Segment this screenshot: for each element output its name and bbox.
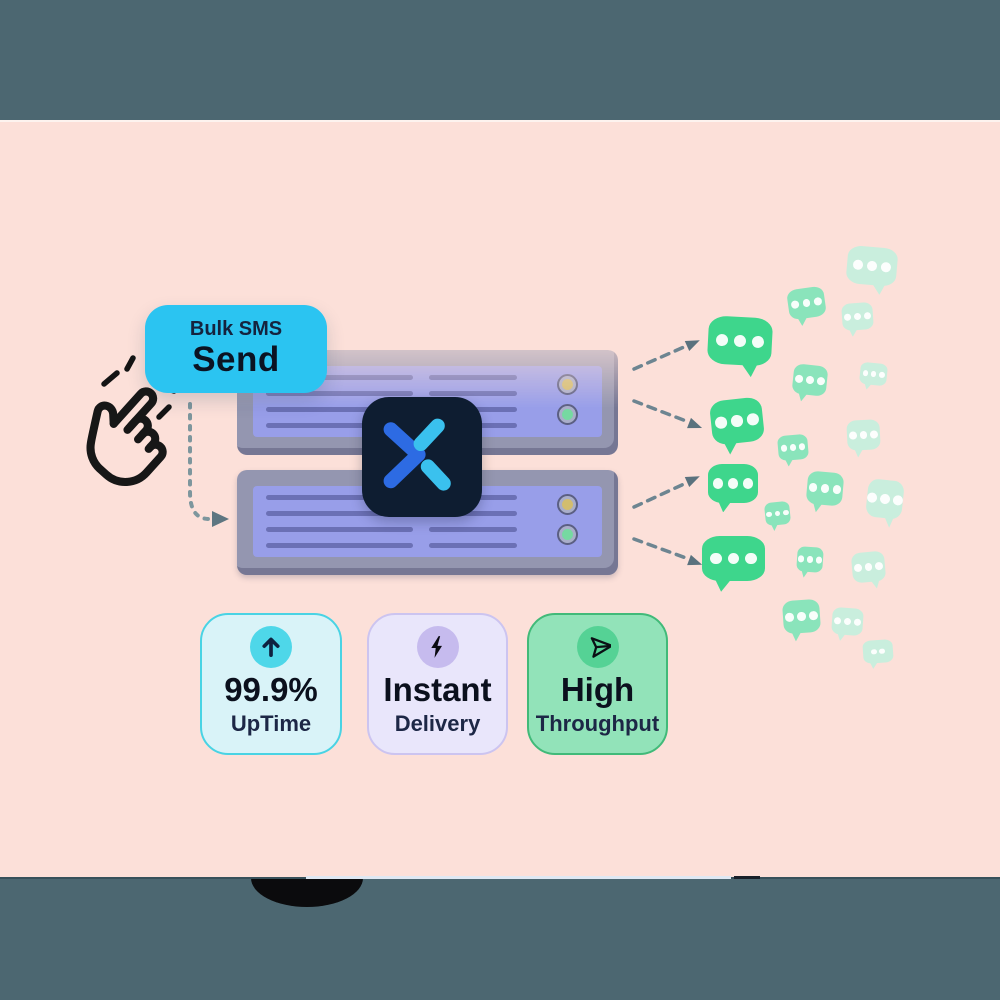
message-bubble-icon bbox=[850, 550, 887, 584]
message-bubble-icon bbox=[845, 244, 899, 288]
panel-bottom-notch bbox=[734, 876, 760, 879]
card-subtitle: UpTime bbox=[230, 710, 312, 736]
send-button-label: Send bbox=[192, 339, 280, 379]
card-title: High bbox=[560, 671, 635, 708]
x-mark-logo-icon bbox=[362, 397, 482, 517]
panel-bottom-highlight bbox=[306, 876, 731, 879]
message-bubble-icon bbox=[791, 363, 829, 397]
message-bubble-icon bbox=[781, 598, 822, 635]
message-bubble-icon bbox=[708, 464, 758, 503]
stat-card-uptime: 99.9% UpTime bbox=[200, 613, 342, 755]
panel-top-edge bbox=[0, 119, 1000, 122]
server-vents bbox=[266, 495, 413, 548]
lightning-bolt-icon bbox=[416, 626, 459, 668]
arrow-up-icon bbox=[250, 626, 292, 668]
message-bubble-icon bbox=[862, 638, 894, 665]
message-bubble-icon bbox=[786, 285, 827, 321]
status-light-amber-icon bbox=[557, 374, 578, 395]
status-light-green-icon bbox=[557, 404, 578, 425]
stat-card-instant: Instant Delivery bbox=[367, 613, 508, 755]
send-button-kicker: Bulk SMS bbox=[189, 317, 283, 340]
message-bubble-icon bbox=[702, 536, 765, 581]
status-light-amber-icon bbox=[557, 494, 578, 515]
hand-pointer-icon bbox=[86, 387, 167, 487]
message-bubble-icon bbox=[841, 301, 874, 332]
message-bubble-icon bbox=[776, 433, 810, 462]
stat-card-throughput: High Throughput bbox=[527, 613, 668, 755]
message-bubble-icon bbox=[858, 361, 889, 387]
card-subtitle: Delivery bbox=[394, 710, 481, 736]
send-plane-icon bbox=[576, 626, 619, 668]
message-bubble-icon bbox=[796, 546, 824, 573]
status-light-green-icon bbox=[557, 524, 578, 545]
card-title: 99.9% bbox=[224, 671, 318, 708]
message-bubble-icon bbox=[763, 500, 792, 527]
message-bubble-icon bbox=[831, 606, 864, 637]
message-bubble-icon bbox=[865, 478, 905, 520]
message-bubble-icon bbox=[708, 396, 766, 446]
card-title: Instant bbox=[383, 671, 492, 708]
message-bubble-icon bbox=[805, 470, 845, 507]
message-bubble-icon bbox=[706, 315, 774, 367]
server-vents bbox=[266, 375, 413, 428]
message-bubble-icon bbox=[846, 419, 881, 451]
bulk-sms-send-button[interactable]: Bulk SMS Send bbox=[145, 305, 327, 393]
card-subtitle: Throughput bbox=[535, 710, 660, 736]
